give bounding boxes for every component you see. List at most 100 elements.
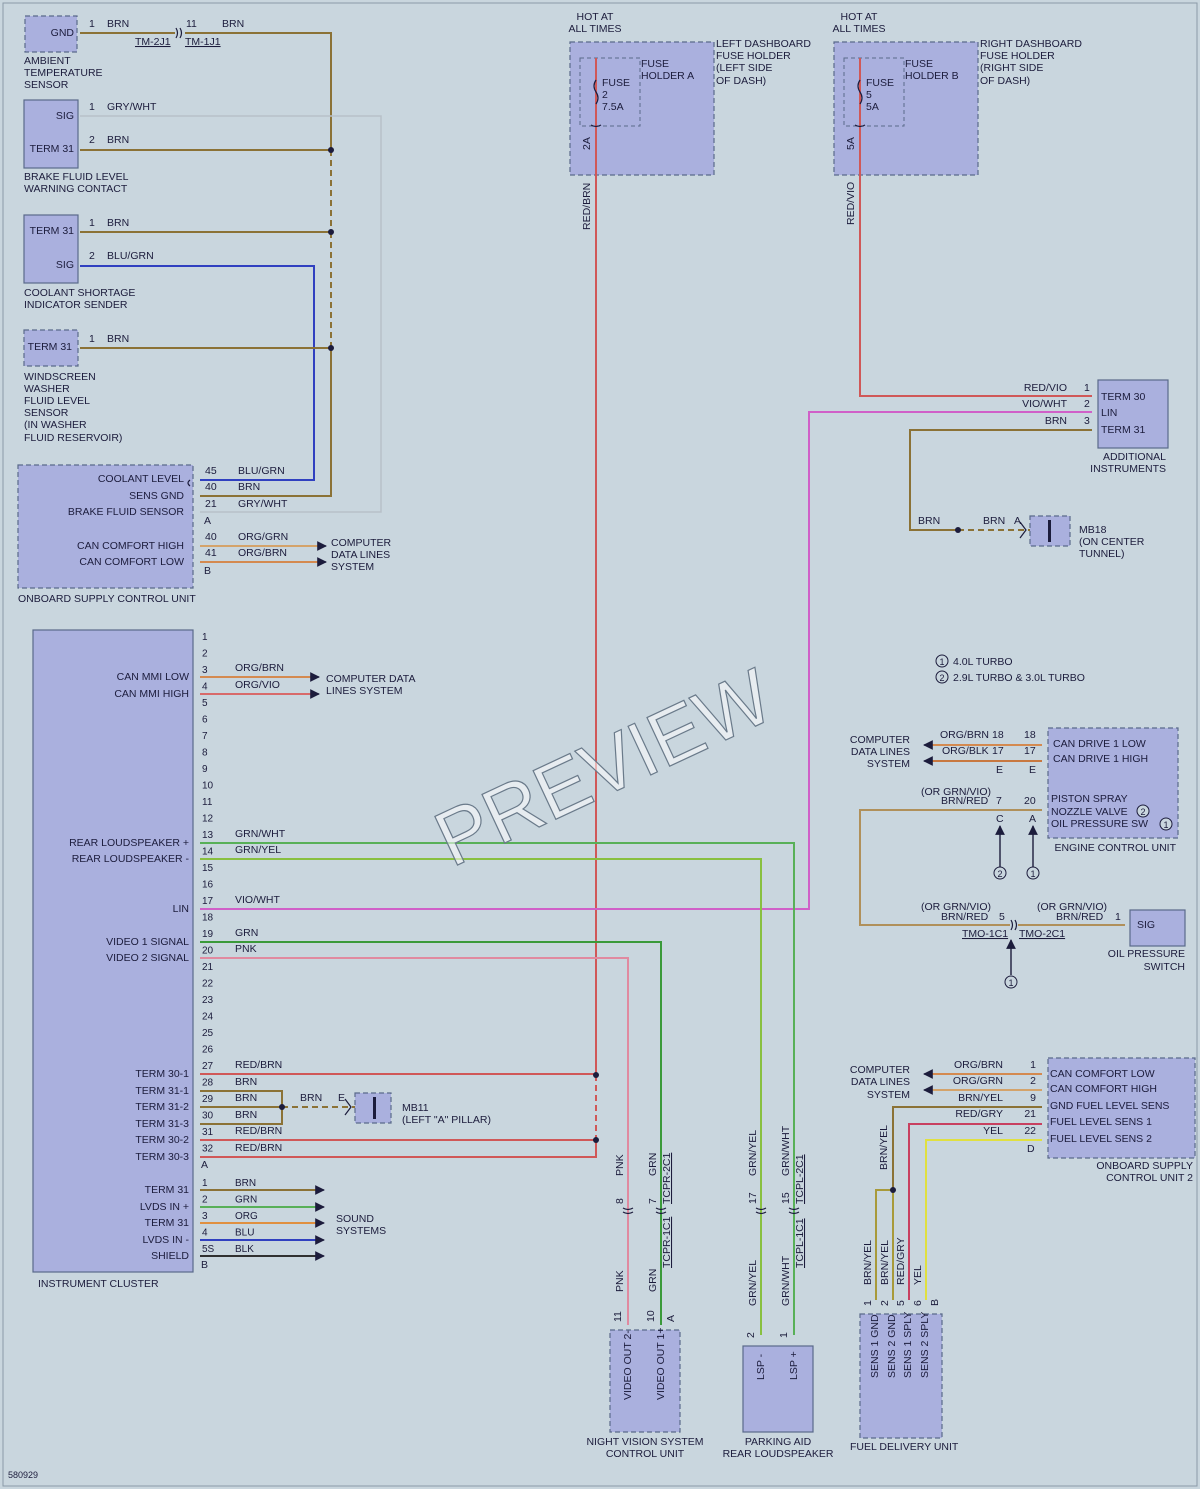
oscu-coolant-level: COOLANT LEVEL [98,473,184,485]
ic-pin-number: 17 [202,896,214,907]
fdu-wire-1: BRN/YEL [862,1240,874,1285]
fdu-sens1-gnd: SENS 1 GND [869,1314,881,1378]
mb18-tick [1019,521,1027,539]
ecu-nozzle-valve: NOZZLE VALVE [1051,806,1128,818]
oil-pressure-switch-box [1129,909,1186,947]
ecu-note-1: 1 [1163,820,1168,830]
ic-cdl-2: LINES SYSTEM [326,685,402,697]
ecu-cdl-3: SYSTEM [867,758,910,770]
fuse-a-hot-1: HOT AT [577,11,615,23]
ecu-can-low: CAN DRIVE 1 LOW [1053,738,1146,750]
ic-can-low: CAN MMI LOW [117,671,189,683]
coolant-term-label: TERM 31 [30,225,75,237]
ops-sig: SIG [1137,919,1155,931]
ic-conn-a: A [201,1159,208,1171]
ic-b-lvds-minus: LVDS IN - [143,1234,190,1246]
osc2-vert-wire: BRN/YEL [878,1125,890,1170]
washer-label-6: FLUID RESERVOIR) [24,432,122,444]
ic-b-term31b: TERM 31 [145,1217,190,1229]
fuse-b-pin: 5A [845,137,857,150]
mb11-label: MB11 [402,1102,429,1114]
diagram-id: 580929 [8,1470,38,1480]
mb18-pin: A [1014,515,1021,527]
addl-pin-3: 3 [1084,415,1090,427]
brake-pin-2: 2 [89,134,95,146]
ic-b-wire-color: BLU [235,1228,254,1239]
ic-pin-number: 8 [202,748,208,759]
nv-conn-bot: TCPR-1C1 [661,1216,673,1268]
ecu-wire-orgbrn: ORG/BRN [940,729,989,741]
oscu-cdl-2: DATA LINES [331,549,390,561]
ic-wire-orgvio: ORG/VIO [235,679,280,691]
ic-term31-1: TERM 31-1 [135,1085,189,1097]
osc2-can-low: CAN COMFORT LOW [1050,1068,1155,1080]
ic-term30-2: TERM 30-2 [135,1134,189,1146]
junction-dot [593,1137,599,1143]
osc2-conn-d: D [1027,1143,1035,1155]
legend-2-9l: 2.9L TURBO & 3.0L TURBO [953,672,1085,684]
ic-pin-number: 6 [202,715,208,726]
ic-pin-number: 31 [202,1127,214,1138]
ic-pin-number: 24 [202,1012,214,1023]
fuse-a-fh-1: FUSE [641,58,669,70]
nv-wire-pnk: PNK [614,1154,626,1176]
instrument-cluster-box [32,629,194,1273]
oscu-wire-blugrn: BLU/GRN [238,465,285,477]
fuse-a-num: 2 [602,89,608,101]
osc2-cdl-1: COMPUTER [850,1064,911,1076]
fuel-delivery-unit-box [859,1313,943,1439]
ic-pin-number: 2 [202,649,208,660]
ic-wire-orgbrn: ORG/BRN [235,662,284,674]
junction-dot [328,345,334,351]
brake-label-1: BRAKE FLUID LEVEL [24,171,129,183]
fdu-sens2-sply: SENS 2 SPLY [919,1312,931,1378]
addl-term31: TERM 31 [1101,424,1146,436]
oscu-cdl-1: COMPUTER [331,537,392,549]
ops-conn-b: TMO-2C1 [1019,928,1065,940]
oscu-can-high: CAN COMFORT HIGH [77,540,184,552]
wire-video1-grn [200,941,662,1325]
addl-term30: TERM 30 [1101,391,1146,403]
ic-pin-number: 1 [202,632,208,643]
addl-wire-viowht: VIO/WHT [1022,398,1067,410]
connector-tm-symbol [175,27,183,39]
amb-wire-brn-2: BRN [222,18,244,30]
coolant-label-2: INDICATOR SENDER [24,299,128,311]
fuse-a-tick [590,124,602,128]
amb-connector-b: TM-1J1 [185,36,221,48]
ic-pin-number: 5 [202,698,208,709]
ground-mb18-symbol [1048,520,1051,542]
fuse-b-wire: RED/VIO [845,182,857,225]
fdu-sens1-sply: SENS 1 SPLY [902,1312,914,1378]
lsp-label-1: PARKING AID [745,1436,812,1448]
coolant-wire-brn: BRN [107,217,129,229]
osc2-label-1: ONBOARD SUPPLY [1096,1160,1193,1172]
oscu-wire-grywht: GRY/WHT [238,498,288,510]
ic-b-pin-number: 4 [202,1228,208,1239]
ecu-conn-e1: E [996,764,1003,776]
mb11-brn: BRN [300,1092,322,1104]
nv-wire-pnk-2: PNK [614,1270,626,1292]
wire-rear-lsp-plus [200,842,795,1335]
fuse-b-amp: 5A [866,101,879,113]
ic-video-2: VIDEO 2 SIGNAL [106,952,189,964]
note-circle [1159,817,1173,831]
onboard-supply-cu2-box [1047,1057,1196,1159]
oscu-sens-gnd: SENS GND [129,490,184,502]
addl-lin: LIN [1101,407,1117,419]
ops-alt-1: (OR GRN/VIO) [921,901,991,913]
ic-pin-number: 21 [202,962,214,973]
osc2-wire-yel: YEL [983,1125,1003,1137]
osc2-wire-brnyel: BRN/YEL [958,1092,1003,1104]
junction-dot [955,527,961,533]
fuse-a-holder-4: OF DASH) [716,75,766,87]
ic-b-lvds-plus: LVDS IN + [140,1201,189,1213]
oscu-conn-b: B [204,565,211,577]
osc2-pin-2: 2 [1030,1075,1036,1087]
junction-dot [593,1072,599,1078]
ic-lin: LIN [173,903,189,915]
brake-wire-brn: BRN [107,134,129,146]
ic-b-pin-number: 1 [202,1178,208,1189]
washer-term-label: TERM 31 [28,341,73,353]
osc2-wire-redgry: RED/GRY [955,1108,1003,1120]
